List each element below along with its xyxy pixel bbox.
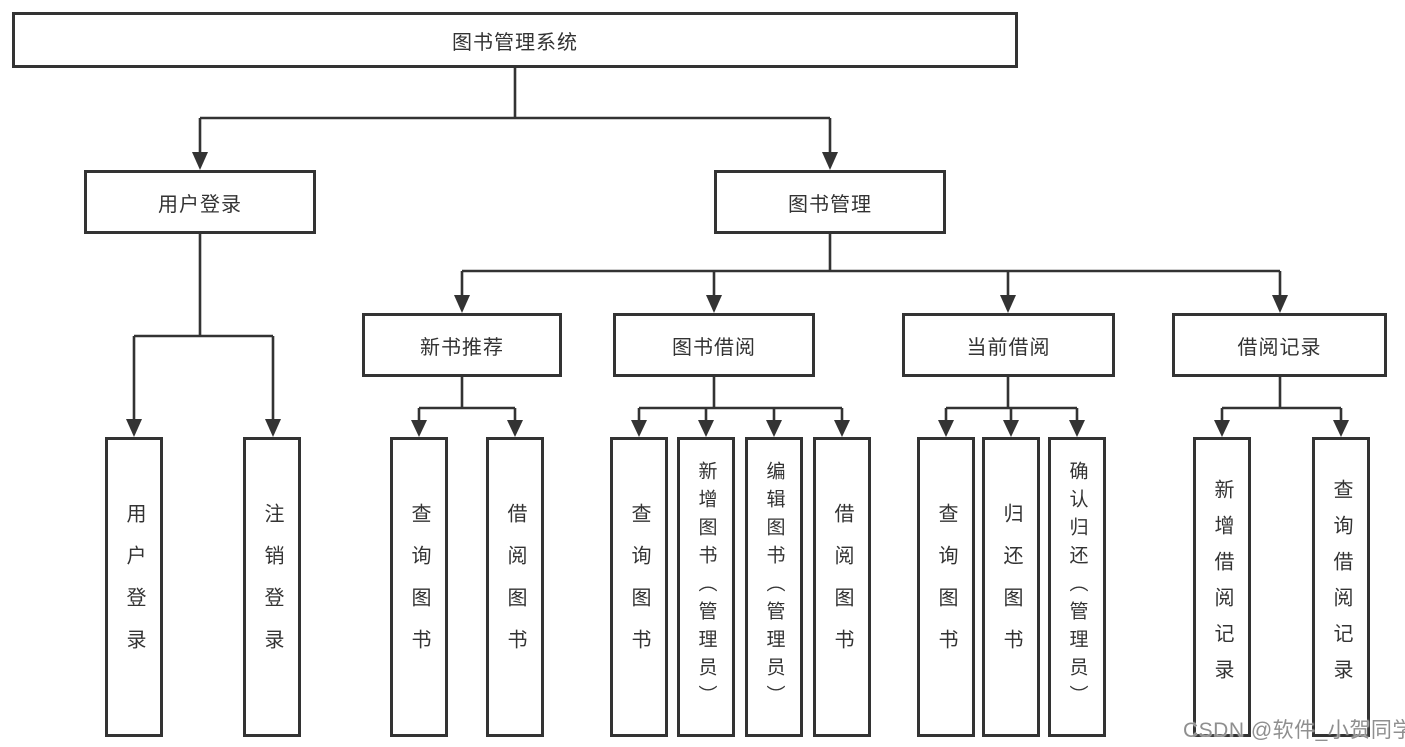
arrowhead-icon [631, 420, 647, 437]
node-root: 图书管理系统 [12, 12, 1018, 68]
connector-borrow-records-branch [1214, 377, 1349, 437]
leaf-query-books-new: 查询图书 [390, 437, 448, 737]
leaf-borrow-books-label: 借阅图书 [831, 503, 853, 671]
node-new-books-label: 新书推荐 [420, 336, 504, 359]
node-book-management-label: 图书管理 [788, 193, 872, 216]
arrowhead-icon [1000, 295, 1016, 313]
leaf-edit-books-admin-label: 编辑图书（管理员） [763, 461, 785, 713]
connector-root-branch [192, 68, 838, 170]
arrowhead-icon [698, 420, 714, 437]
arrowhead-icon [834, 420, 850, 437]
node-book-borrow: 图书借阅 [613, 313, 815, 377]
leaf-query-borrow-record: 查询借阅记录 [1312, 437, 1370, 737]
arrowhead-icon [454, 295, 470, 313]
arrowhead-icon [1272, 295, 1288, 313]
connector-book-borrow-branch [631, 377, 850, 437]
node-user-login: 用户登录 [84, 170, 316, 234]
csdn-watermark: CSDN @软件_小贺同学 [1183, 719, 1405, 742]
leaf-return-books-label: 归还图书 [1000, 503, 1022, 671]
node-borrow-records: 借阅记录 [1172, 313, 1387, 377]
arrowhead-icon [507, 420, 523, 437]
node-current-borrow-label: 当前借阅 [966, 336, 1051, 359]
arrowhead-icon [822, 152, 838, 170]
node-borrow-records-label: 借阅记录 [1237, 336, 1322, 359]
leaf-return-books: 归还图书 [982, 437, 1040, 737]
arrowhead-icon [938, 420, 954, 437]
leaf-query-books-borrow-label: 查询图书 [628, 503, 650, 671]
connector-user-login-branch [126, 234, 281, 437]
connector-current-borrow-branch [938, 377, 1085, 437]
connector-book-management-branch [454, 234, 1288, 313]
arrowhead-icon [411, 420, 427, 437]
leaf-confirm-return-admin: 确认归还（管理员） [1048, 437, 1106, 737]
node-root-label: 图书管理系统 [452, 31, 578, 54]
leaf-query-books-new-label: 查询图书 [408, 503, 430, 671]
node-book-borrow-label: 图书借阅 [672, 336, 756, 359]
leaf-user-login-label: 用户登录 [123, 503, 145, 671]
arrowhead-icon [706, 295, 722, 313]
node-new-books: 新书推荐 [362, 313, 562, 377]
connector-new-books-branch [411, 377, 523, 437]
arrowhead-icon [265, 419, 281, 437]
arrowhead-icon [1003, 420, 1019, 437]
arrowhead-icon [1333, 420, 1349, 437]
node-user-login-label: 用户登录 [158, 193, 242, 216]
arrowhead-icon [766, 420, 782, 437]
leaf-query-borrow-record-label: 查询借阅记录 [1330, 479, 1352, 695]
leaf-borrow-books-new-label: 借阅图书 [504, 503, 526, 671]
arrowhead-icon [192, 152, 208, 170]
node-current-borrow: 当前借阅 [902, 313, 1115, 377]
arrowhead-icon [126, 419, 142, 437]
leaf-add-books-admin-label: 新增图书（管理员） [695, 461, 717, 713]
leaf-borrow-books: 借阅图书 [813, 437, 871, 737]
leaf-edit-books-admin: 编辑图书（管理员） [745, 437, 803, 737]
leaf-query-books-borrow: 查询图书 [610, 437, 668, 737]
leaf-add-borrow-record-label: 新增借阅记录 [1211, 479, 1233, 695]
leaf-query-books-current-label: 查询图书 [935, 503, 957, 671]
arrowhead-icon [1069, 420, 1085, 437]
leaf-logout: 注销登录 [243, 437, 301, 737]
arrowhead-icon [1214, 420, 1230, 437]
node-book-management: 图书管理 [714, 170, 946, 234]
leaf-confirm-return-admin-label: 确认归还（管理员） [1066, 461, 1088, 713]
leaf-logout-label: 注销登录 [261, 503, 283, 671]
leaf-user-login: 用户登录 [105, 437, 163, 737]
leaf-borrow-books-new: 借阅图书 [486, 437, 544, 737]
leaf-query-books-current: 查询图书 [917, 437, 975, 737]
leaf-add-books-admin: 新增图书（管理员） [677, 437, 735, 737]
leaf-add-borrow-record: 新增借阅记录 [1193, 437, 1251, 737]
